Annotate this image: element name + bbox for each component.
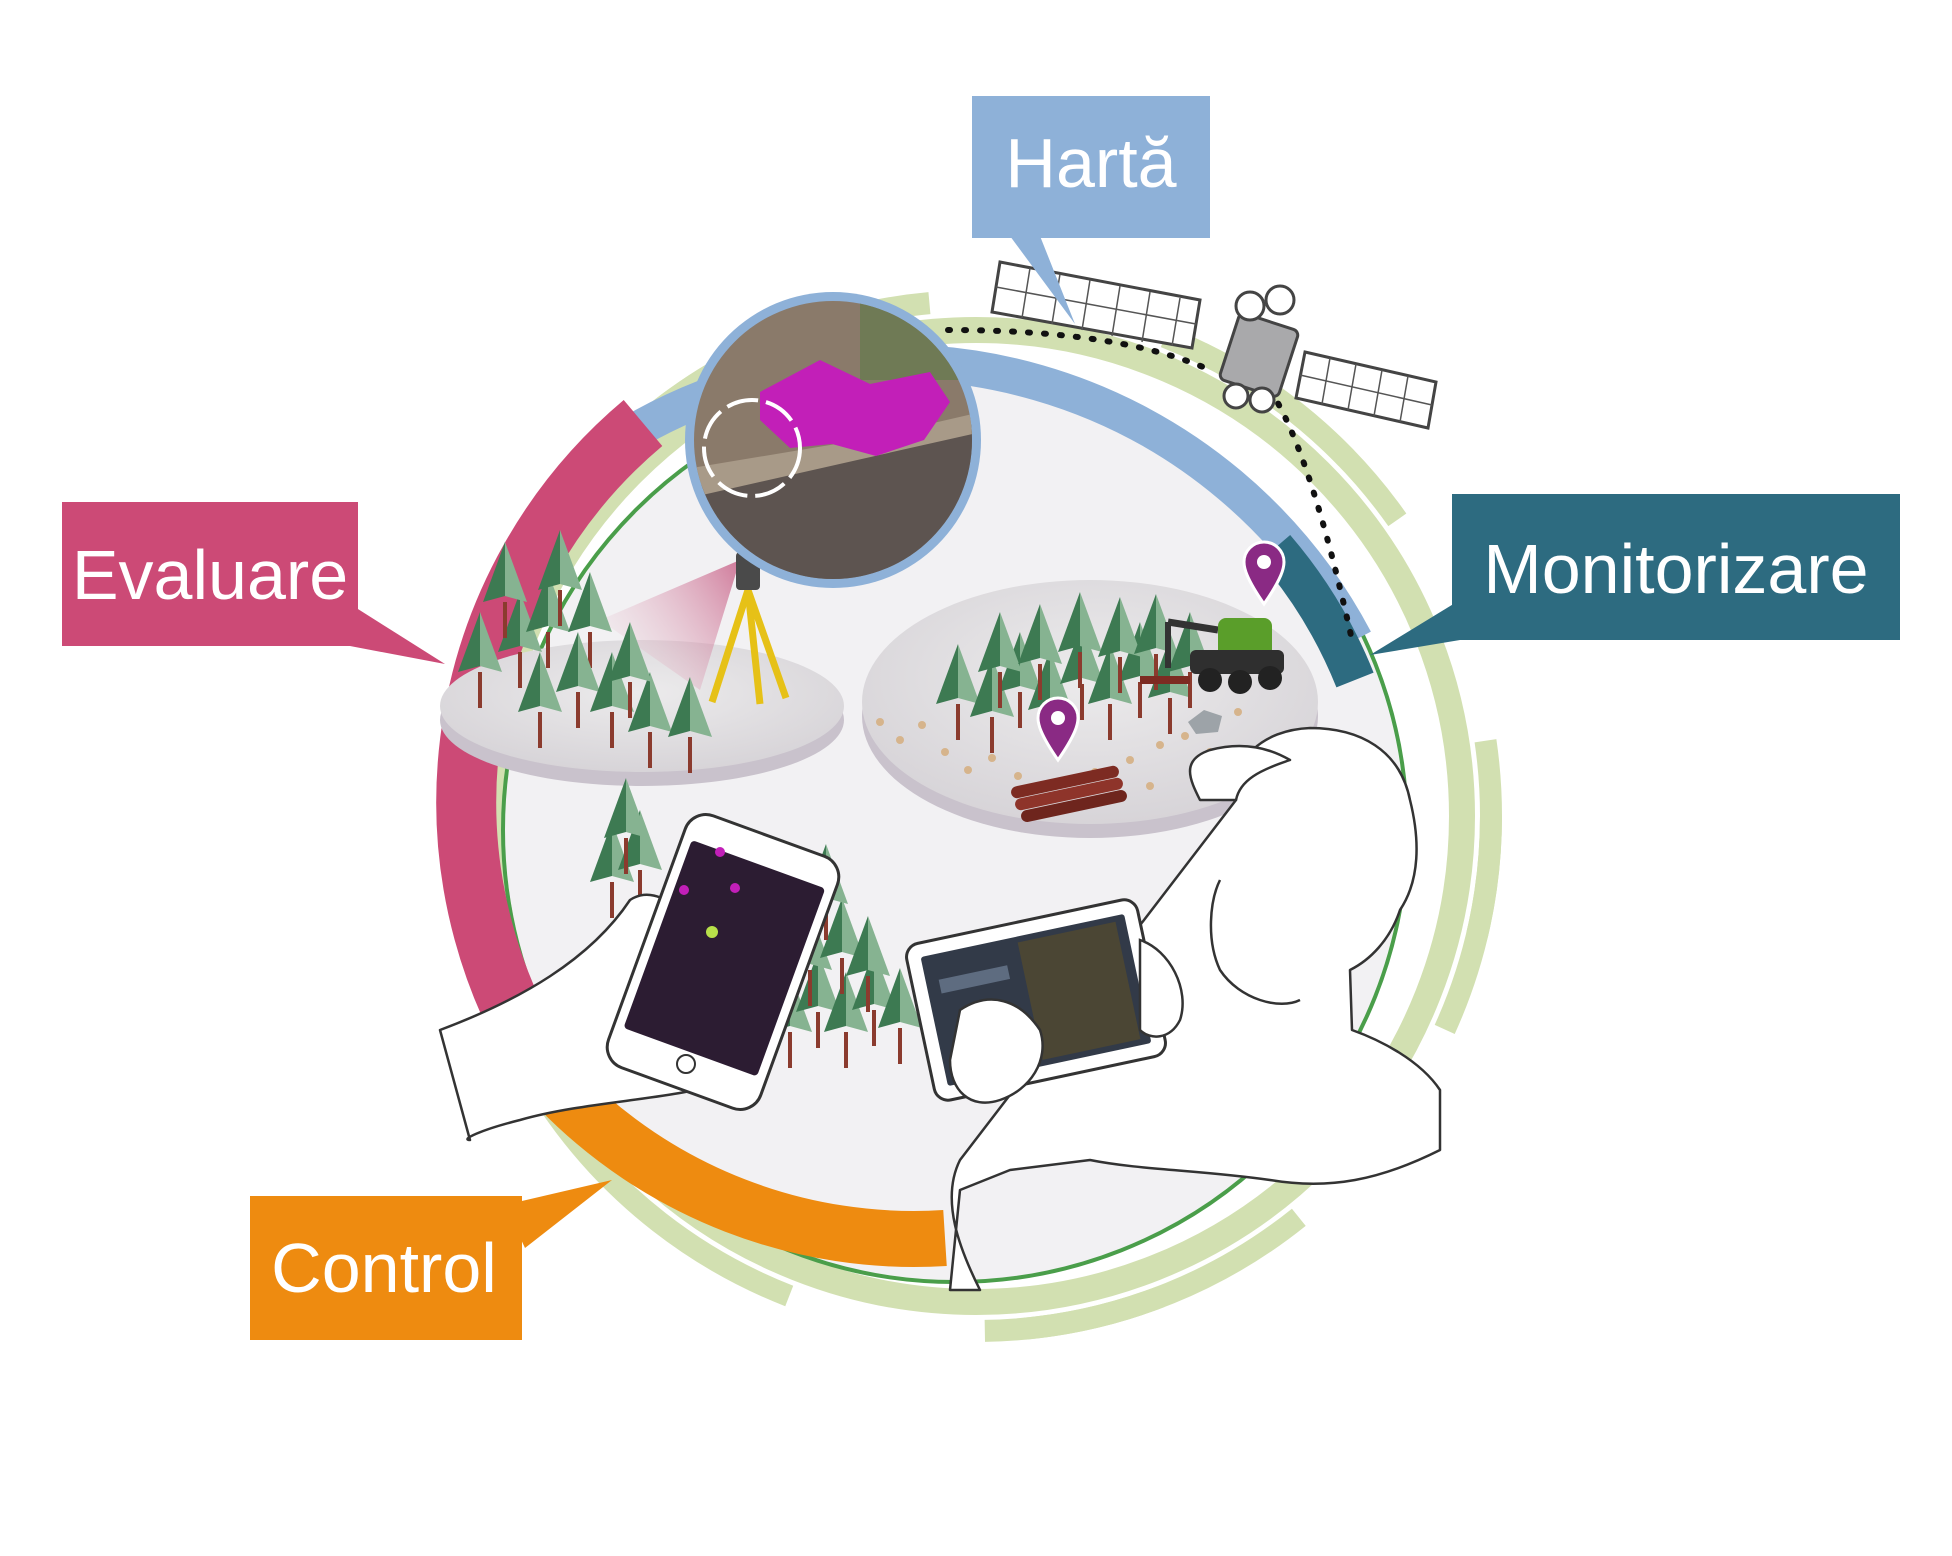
control-arc [537, 1068, 947, 1267]
hand-illustration [948, 938, 1184, 1104]
smartphone-icon [605, 813, 841, 1111]
satellite-image [685, 292, 981, 588]
label-map: Hartă [1005, 124, 1176, 202]
callout-assessment: Evaluare [62, 502, 445, 664]
label-assessment: Evaluare [72, 536, 348, 614]
assessment-platform [440, 528, 844, 786]
label-control: Control [271, 1229, 497, 1307]
map-pin-icon [679, 847, 740, 938]
harvester-icon [1140, 618, 1284, 694]
log-pile-icon [1011, 765, 1127, 822]
label-monitoring: Monitorizare [1483, 530, 1868, 608]
person-illustration [948, 726, 1442, 1292]
callout-map: Hartă [972, 96, 1210, 324]
rock-icon [1188, 710, 1222, 734]
callout-control: Control [250, 1180, 612, 1340]
callout-monitoring: Monitorizare [1370, 494, 1900, 655]
satellite-icon [945, 260, 1438, 643]
satellite-link [945, 327, 1355, 643]
